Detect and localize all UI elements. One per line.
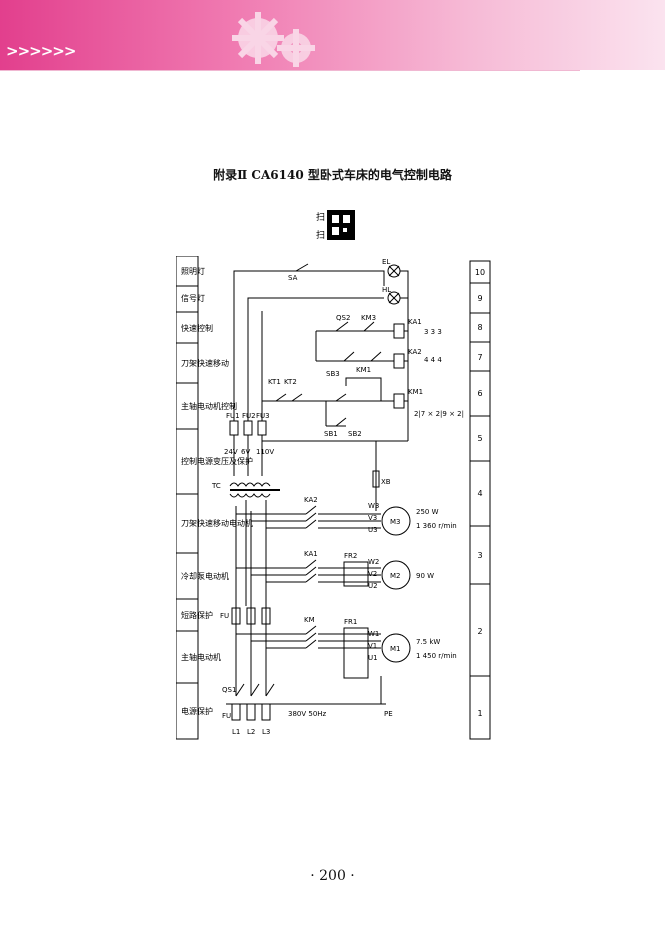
column-number-10: 10: [475, 268, 485, 277]
label-u2: U2: [368, 582, 378, 590]
left-label-1: 照明灯: [181, 266, 205, 276]
label-l1: L1: [232, 728, 240, 736]
label-fu-main: FU: [220, 612, 229, 620]
left-label-4: 刀架快速移动: [181, 358, 229, 368]
label-w3: W3: [368, 502, 379, 510]
qr-label-2: 扫: [316, 229, 325, 241]
label-v1: V1: [368, 642, 377, 650]
label-km3: KM3: [361, 314, 376, 322]
label-sb1: SB1: [324, 430, 338, 438]
label-supply: 380V 50Hz: [288, 710, 327, 718]
label-m2: M2: [390, 572, 401, 580]
label-ka1-main: KA1: [304, 550, 318, 558]
label-xb: XB: [381, 478, 391, 486]
label-m3-spec1: 250 W: [416, 508, 439, 516]
label-m3-spec2: 1 360 r/min: [416, 522, 457, 530]
left-label-6: 控制电源变压及保护: [181, 456, 253, 466]
label-ka2-refs: 3 3 3: [424, 328, 442, 336]
label-m1-spec1: 7.5 kW: [416, 638, 440, 646]
gears-icon: [232, 12, 315, 67]
header-divider: [0, 70, 580, 71]
label-fu3: FU3: [256, 412, 270, 420]
label-qs2: QS2: [336, 314, 350, 322]
column-number-2: 2: [477, 627, 482, 636]
column-number-3: 3: [477, 551, 482, 560]
label-kt1: KT1: [268, 378, 281, 386]
label-km-main: KM: [304, 616, 315, 624]
label-w1: W1: [368, 630, 379, 638]
label-fu2: FU2: [242, 412, 256, 420]
label-v3: V3: [368, 514, 377, 522]
column-number-4: 4: [477, 489, 482, 498]
column-number-9: 9: [477, 294, 482, 303]
label-hl: HL: [382, 286, 391, 294]
label-el: EL: [382, 258, 390, 266]
label-sb3: SB3: [326, 370, 340, 378]
label-km1-contact: KM1: [356, 366, 371, 374]
label-km1-coil: KM1: [408, 388, 423, 396]
label-v2: V2: [368, 570, 377, 578]
label-m3: M3: [390, 518, 401, 526]
label-fr2: FR2: [344, 552, 357, 560]
label-l3: L3: [262, 728, 270, 736]
label-ka2-main: KA2: [304, 496, 318, 504]
left-label-9: 短路保护: [181, 610, 213, 620]
label-110v: 110V: [256, 448, 274, 456]
label-km1-refs: 2|7 × 2|9 × 2|: [414, 410, 464, 418]
left-label-5: 主轴电动机控制: [181, 401, 237, 411]
left-label-10: 主轴电动机: [181, 652, 221, 662]
column-number-8: 8: [477, 323, 482, 332]
column-number-7: 7: [477, 353, 482, 362]
label-kt2: KT2: [284, 378, 297, 386]
header-chevrons: >>>>>>: [6, 42, 76, 60]
label-pe: PE: [384, 710, 393, 718]
left-label-2: 信号灯: [181, 293, 205, 303]
label-24v: 24V: [224, 448, 238, 456]
page-title: 附录Ⅱ CA6140 型卧式车床的电气控制电路: [213, 168, 452, 182]
left-label-8: 冷却泵电动机: [181, 571, 229, 581]
qr-code-icon[interactable]: 扫 扫: [312, 208, 358, 242]
label-u1: U1: [368, 654, 378, 662]
column-number-1: 1: [477, 709, 482, 718]
label-m1-spec2: 1 450 r/min: [416, 652, 457, 660]
left-label-7: 刀架快速移动电动机: [181, 518, 253, 528]
left-label-3: 快速控制: [181, 323, 213, 333]
label-ka2: KA2: [408, 348, 422, 356]
label-fu0: FU: [222, 712, 231, 720]
label-m2-spec: 90 W: [416, 572, 434, 580]
label-tc: TC: [211, 482, 221, 490]
column-number-6: 6: [477, 389, 482, 398]
left-label-11: 电源保护: [181, 706, 213, 716]
label-fr1: FR1: [344, 618, 357, 626]
circuit-diagram: 照明灯 信号灯 快速控制 刀架快速移动 主轴电动机控制 控制电源变压及保护 刀架…: [176, 256, 491, 740]
label-w2: W2: [368, 558, 379, 566]
qr-label: 扫: [316, 211, 325, 223]
label-sa: SA: [288, 274, 298, 282]
label-l2: L2: [247, 728, 255, 736]
right-number-column: [469, 260, 491, 740]
page-number: · 200 ·: [310, 868, 355, 884]
label-qs1: QS1: [222, 686, 236, 694]
label-ka1-refs: 4 4 4: [424, 356, 442, 364]
label-m1: M1: [390, 645, 401, 653]
left-label-column: [176, 256, 199, 740]
label-ka1: KA1: [408, 318, 422, 326]
label-u3: U3: [368, 526, 378, 534]
column-number-5: 5: [477, 434, 482, 443]
label-sb2: SB2: [348, 430, 362, 438]
label-6v: 6V: [241, 448, 250, 456]
header-band: [0, 0, 665, 70]
label-fu1: FU1: [226, 412, 240, 420]
